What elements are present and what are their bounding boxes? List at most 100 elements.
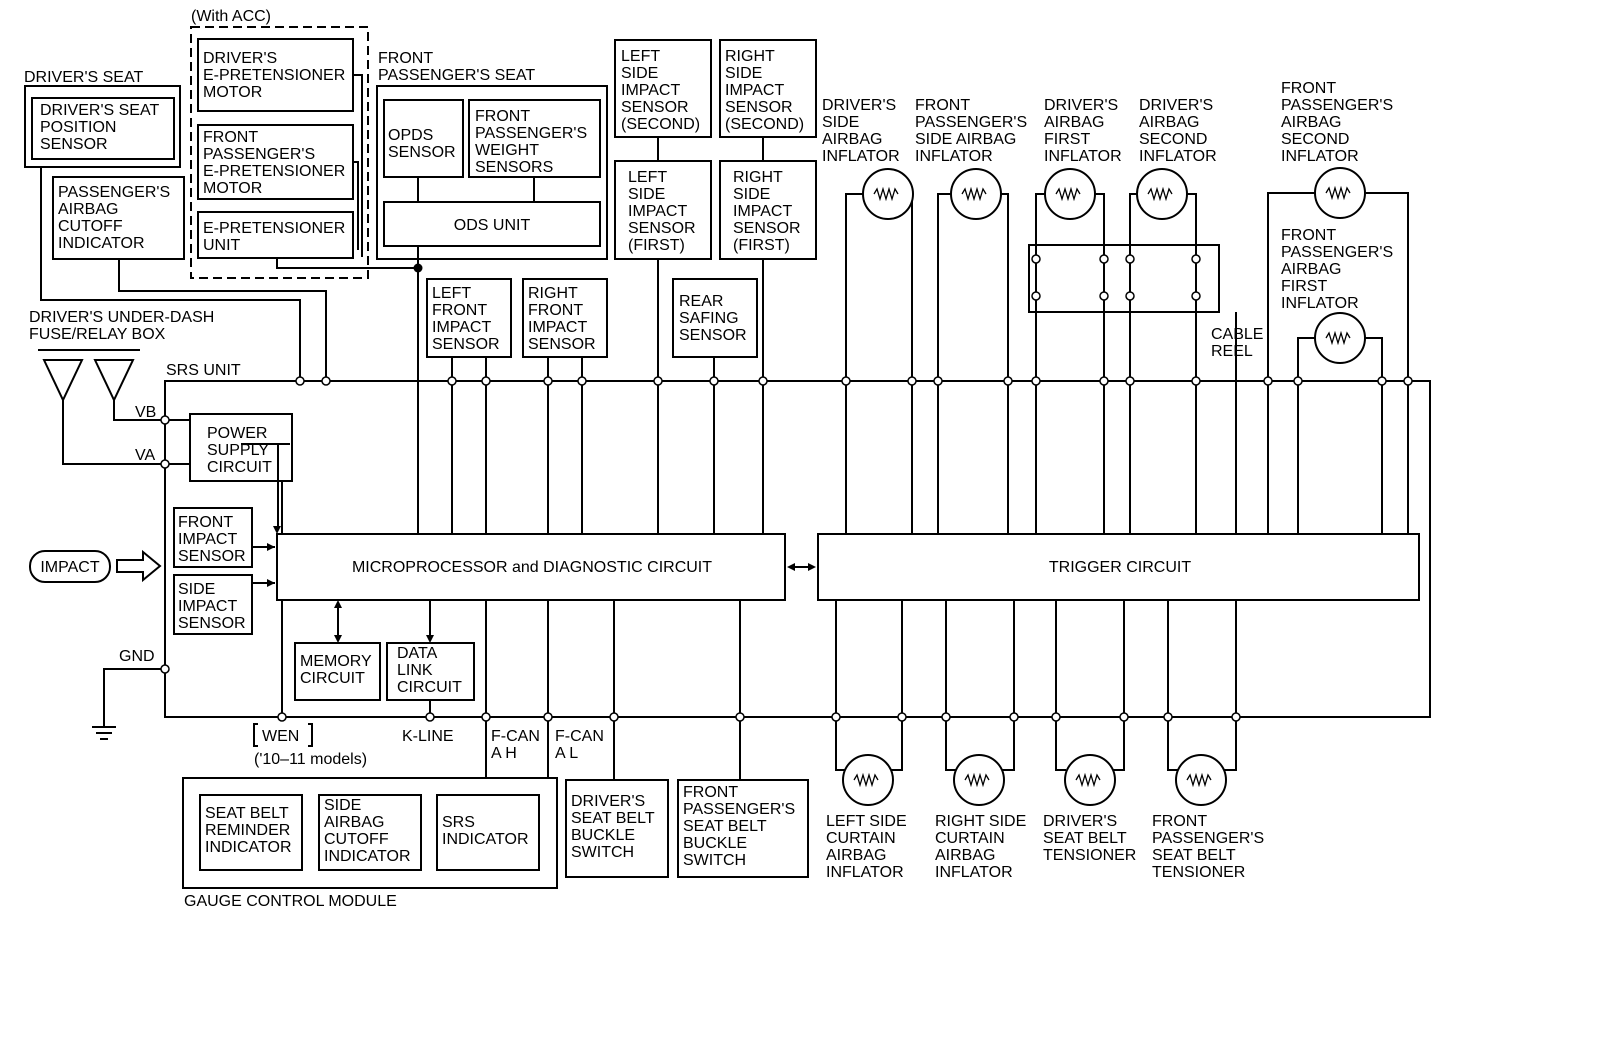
wire-acc-motor-2 [353,161,359,250]
left-side-impact-sensor-first-box [614,160,712,260]
seat-belt-reminder-indicator-box [199,794,303,871]
wire-seat-position [40,167,301,381]
wire-dsbt-2 [1112,600,1125,771]
left-side-curtain-airbag-inflator-label: LEFT SIDE CURTAIN AIRBAG INFLATOR [826,813,911,881]
data-link-circuit-box [386,642,475,701]
ods-unit-label: ODS UNIT [454,217,531,234]
fuse-right [93,359,135,403]
side-airbag-cutoff-indicator-label: SIDE AIRBAG CUTOFF INDICATOR [324,797,411,865]
fuse-relay-box-label: DRIVER'S UNDER-DASH FUSE/RELAY BOX [29,309,219,343]
drivers-seat-belt-tensioner-label: DRIVER'S SEAT BELT TENSIONER [1043,813,1136,864]
right-side-impact-sensor-first-label: RIGHT SIDE IMPACT SENSOR (FIRST) [733,169,805,254]
wire-lsc-1 [835,600,846,771]
arrowheads-micro-trigger [787,563,816,571]
wire-va [62,400,190,465]
front-passenger-weight-sensors-label: FRONT PASSENGER'S WEIGHT SENSORS [475,108,592,176]
wire-fpsbt-1 [1167,600,1178,771]
f-can-al-label: F-CAN A L [555,728,608,762]
connector-nodes [160,254,1413,722]
front-passenger-buckle-switch-box [677,779,809,878]
drivers-seat-position-sensor-label: DRIVER'S SEAT POSITION SENSOR [40,102,163,153]
srs-unit-outline [164,380,1431,718]
boxes [24,26,1431,889]
trigger-circuit-box [817,533,1420,601]
srs-unit-label: SRS UNIT [166,362,241,379]
side-impact-sensor-label: SIDE IMPACT SENSOR [178,581,246,632]
srs-indicator-label: SRS INDICATOR [442,814,529,848]
wire-rsc-1 [945,600,956,771]
left-front-impact-sensor-label: LEFT FRONT IMPACT SENSOR [432,285,500,353]
side-airbag-cutoff-indicator-box [318,794,422,871]
drivers-seat-label: DRIVER'S SEAT [24,69,143,86]
left-side-impact-sensor-second-label: LEFT SIDE IMPACT SENSOR (SECOND) [621,48,700,133]
inflator-dsbt [1064,754,1116,806]
drivers-e-pretensioner-motor-label: DRIVER'S E-PRETENSIONER MOTOR [203,50,350,101]
wire-fpsa-2 [990,193,1009,534]
data-link-circuit-label: DATA LINK CIRCUIT [397,645,462,696]
wire-e-pret-unit [276,258,418,269]
front-impact-sensor-box [173,507,253,568]
wires [38,74,1409,780]
front-passenger-seat-label: FRONT PASSENGER'S SEAT [378,50,535,84]
inflator-fpaf [1314,312,1366,364]
wire-dsa-2 [900,193,913,534]
f-can-ah-label: F-CAN A H [491,728,544,762]
wire-dsbt-1 [1055,600,1066,771]
arrowheads-sensors [267,526,281,587]
wen-bracket [253,723,313,747]
right-side-impact-sensor-second-box [719,39,817,138]
rear-safing-sensor-box [672,278,758,358]
cable-reel-contacts [1035,259,1197,296]
inflator-lsc [842,754,894,806]
srs-indicator-box [436,794,540,871]
inflator-daf [1044,168,1096,220]
weight-sensors-box [468,99,601,178]
acc-group [190,26,369,279]
drivers-seat-position-sensor-box [31,97,175,160]
right-side-impact-sensor-second-label: RIGHT SIDE IMPACT SENSOR (SECOND) [725,48,804,133]
power-supply-circuit-box [189,413,293,482]
wire-cutoff-indicator [118,259,327,381]
wire-fpas-1 [1267,192,1318,534]
wire-acc-motor-1 [353,74,363,257]
k-line-label: K-LINE [402,728,454,745]
front-passenger-buckle-switch-label: FRONT PASSENGER'S SEAT BELT BUCKLE SWITC… [683,784,800,869]
drivers-buckle-switch-box [565,779,669,878]
trigger-circuit-label: TRIGGER CIRCUIT [1049,559,1191,576]
front-passenger-e-pretensioner-motor-label: FRONT PASSENGER'S E-PRETENSIONER MOTOR [203,129,350,197]
drivers-airbag-second-inflator-label: DRIVER'S AIRBAG SECOND INFLATOR [1139,97,1218,165]
junction-dot [413,263,423,273]
microprocessor-label: MICROPROCESSOR and DIAGNOSTIC CIRCUIT [352,559,712,576]
with-acc-label: (With ACC) [191,8,271,25]
gauge-control-module-label: GAUGE CONTROL MODULE [184,893,397,910]
impact-arrow [116,549,162,583]
va-label: VA [135,447,155,464]
labels: (With ACC) DRIVER'S SEAT DRIVER'S SEAT P… [24,8,1398,910]
wire-rsc-2 [1002,600,1015,771]
wire-fpas-2 [1366,192,1409,534]
cable-reel-box [1028,244,1220,313]
inflator-das [1136,168,1188,220]
wire-dsa-1 [845,193,876,534]
wire-fpsa-1 [937,193,962,534]
opds-sensor-label: OPDS SENSOR [388,127,456,161]
vb-label: VB [135,404,156,421]
right-side-curtain-airbag-inflator-label: RIGHT SIDE CURTAIN AIRBAG INFLATOR [935,813,1031,881]
wire-lsc-2 [890,600,903,771]
drivers-e-pretensioner-motor-box [197,38,354,112]
e-pretensioner-unit-label: E-PRETENSIONER UNIT [203,220,350,254]
wen-label: WEN [262,728,299,745]
right-side-impact-sensor-first-box [719,160,817,260]
impact-label: IMPACT [40,559,99,576]
fuse-left [42,359,84,403]
side-impact-sensor-box [173,574,253,635]
front-passenger-airbag-second-inflator-label: FRONT PASSENGER'S AIRBAG SECOND INFLATOR [1281,80,1398,165]
drivers-side-airbag-inflator-label: DRIVER'S SIDE AIRBAG INFLATOR [822,97,901,165]
front-impact-sensor-label: FRONT IMPACT SENSOR [178,514,246,565]
seat-belt-reminder-indicator-label: SEAT BELT REMINDER INDICATOR [205,805,295,856]
passenger-airbag-cutoff-indicator-label: PASSENGER'S AIRBAG CUTOFF INDICATOR [58,184,175,252]
ods-unit-box [383,201,601,247]
drivers-buckle-switch-label: DRIVER'S SEAT BELT BUCKLE SWITCH [571,793,659,861]
wire-gnd [103,668,165,727]
